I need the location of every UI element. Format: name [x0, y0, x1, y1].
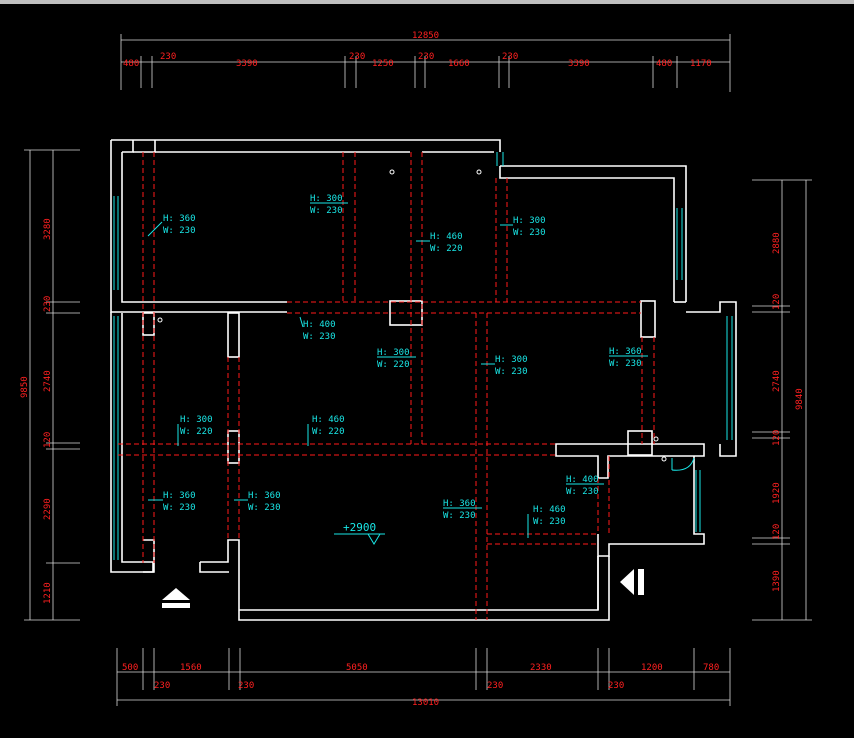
bottom-dim-6: 230: [487, 681, 503, 691]
top-dim-3: 3390: [236, 59, 258, 69]
right-dim-6: 120: [772, 524, 782, 540]
top-dim-9: 3390: [568, 59, 590, 69]
beam-lines: [118, 152, 655, 620]
right-dim-5: 1920: [772, 482, 782, 504]
svg-text:H: 300: H: 300: [180, 415, 213, 425]
top-dim-1: 480: [123, 59, 139, 69]
bottom-dim-10: 780: [703, 663, 719, 673]
top-dimension-chain: 12850 480 230 3390 230 1250 230 1660 230…: [120, 31, 731, 92]
beam-label: H: 400 W: 230: [299, 316, 336, 342]
beam-label: H: 300 W: 230: [500, 216, 546, 238]
top-dim-6: 230: [418, 52, 434, 62]
svg-text:W: 230: W: 230: [310, 206, 343, 216]
svg-text:W: 220: W: 220: [180, 427, 213, 437]
bottom-dim-8: 230: [608, 681, 624, 691]
beam-label: H: 360 W: 230: [443, 499, 482, 521]
beam-label: H: 300 W: 230: [310, 194, 348, 216]
svg-text:H: 460: H: 460: [312, 415, 345, 425]
elevation-marker: +2900: [334, 521, 385, 545]
left-dim-5: 2290: [43, 498, 53, 520]
beam-label: H: 360 W: 230: [609, 347, 648, 369]
svg-text:W: 220: W: 220: [312, 427, 345, 437]
right-dim-4: 120: [772, 430, 782, 446]
windows: [113, 152, 733, 560]
right-dim-7: 1390: [772, 570, 782, 592]
elevation-text: +2900: [343, 521, 376, 534]
fixture-markers: [157, 169, 667, 462]
svg-text:W: 230: W: 230: [609, 359, 642, 369]
beam-label: H: 460 W: 230: [527, 505, 566, 538]
beam-label: H: 300 W: 230: [481, 355, 528, 377]
right-dim-1: 2880: [772, 232, 782, 254]
beam-label: H: 460 W: 220: [307, 415, 345, 446]
bottom-dim-1: 500: [122, 663, 138, 673]
entrance-arrow-left-icon: [620, 569, 644, 595]
left-dim-3: 2740: [43, 370, 53, 392]
bottom-dim-9: 1200: [641, 663, 663, 673]
right-dim-2: 120: [772, 294, 782, 310]
entrance-arrow-icon: [162, 588, 190, 608]
left-dim-1: 3280: [43, 218, 53, 240]
svg-text:W: 230: W: 230: [163, 226, 196, 236]
window-top-bar: [0, 0, 854, 4]
svg-text:H: 360: H: 360: [248, 491, 281, 501]
svg-text:W: 230: W: 230: [533, 517, 566, 527]
svg-text:H: 460: H: 460: [533, 505, 566, 515]
top-dim-4: 230: [349, 52, 365, 62]
left-dim-6: 1210: [43, 582, 53, 604]
beam-label: H: 300 W: 220: [177, 415, 213, 446]
bottom-dimension-chain: 500 230 1560 230 5050 230 2330 230 1200 …: [116, 648, 731, 708]
beam-label: H: 360 W: 230: [148, 491, 196, 513]
top-dim-8: 230: [502, 52, 518, 62]
svg-text:H: 300: H: 300: [513, 216, 546, 226]
svg-text:W: 230: W: 230: [163, 503, 196, 513]
right-dim-3: 2740: [772, 370, 782, 392]
svg-text:W: 230: W: 230: [513, 228, 546, 238]
svg-text:H: 400: H: 400: [303, 320, 336, 330]
bottom-dim-4: 230: [238, 681, 254, 691]
svg-text:W: 230: W: 230: [248, 503, 281, 513]
top-total-dim: 12850: [412, 31, 439, 41]
svg-text:W: 230: W: 230: [303, 332, 336, 342]
svg-text:H: 400: H: 400: [566, 475, 599, 485]
svg-text:W: 230: W: 230: [495, 367, 528, 377]
left-dim-2: 230: [43, 296, 53, 312]
beam-label: H: 300 W: 220: [377, 348, 416, 370]
beam-labels: H: 360 W: 230 H: 300 W: 230 H: 460 W: 220 H…: [147, 194, 648, 538]
svg-text:H: 300: H: 300: [495, 355, 528, 365]
top-dim-5: 1250: [372, 59, 394, 69]
svg-text:W: 220: W: 220: [430, 244, 463, 254]
right-dimension-chain: 2880 120 2740 120 1920 120 1390 9840: [752, 179, 812, 621]
svg-text:H: 360: H: 360: [609, 347, 642, 357]
svg-text:H: 360: H: 360: [163, 491, 196, 501]
bottom-dim-2: 230: [154, 681, 170, 691]
bottom-dim-7: 2330: [530, 663, 552, 673]
svg-text:W: 220: W: 220: [377, 360, 410, 370]
top-dim-11: 1170: [690, 59, 712, 69]
top-dim-2: 230: [160, 52, 176, 62]
bottom-dim-3: 1560: [180, 663, 202, 673]
svg-text:H: 360: H: 360: [163, 214, 196, 224]
left-total-dim: 9850: [20, 376, 30, 398]
svg-text:H: 360: H: 360: [443, 499, 476, 509]
beam-label: H: 460 W: 220: [416, 232, 463, 254]
right-total-dim: 9840: [795, 388, 805, 410]
beam-label: H: 360 W: 230: [234, 491, 281, 513]
beam-label: H: 400 W: 230: [566, 475, 604, 497]
bottom-total-dim: 13010: [412, 698, 439, 708]
beam-label: H: 360 W: 230: [147, 214, 196, 237]
svg-text:W: 230: W: 230: [443, 511, 476, 521]
svg-text:H: 460: H: 460: [430, 232, 463, 242]
left-dimension-chain: 3280 230 2740 120 2290 1210 9850: [20, 149, 80, 621]
svg-text:H: 300: H: 300: [377, 348, 410, 358]
top-dim-7: 1660: [448, 59, 470, 69]
left-dim-4: 120: [43, 432, 53, 448]
svg-text:H: 300: H: 300: [310, 194, 343, 204]
bottom-dim-5: 5050: [346, 663, 368, 673]
svg-text:W: 230: W: 230: [566, 487, 599, 497]
top-dim-10: 480: [656, 59, 672, 69]
